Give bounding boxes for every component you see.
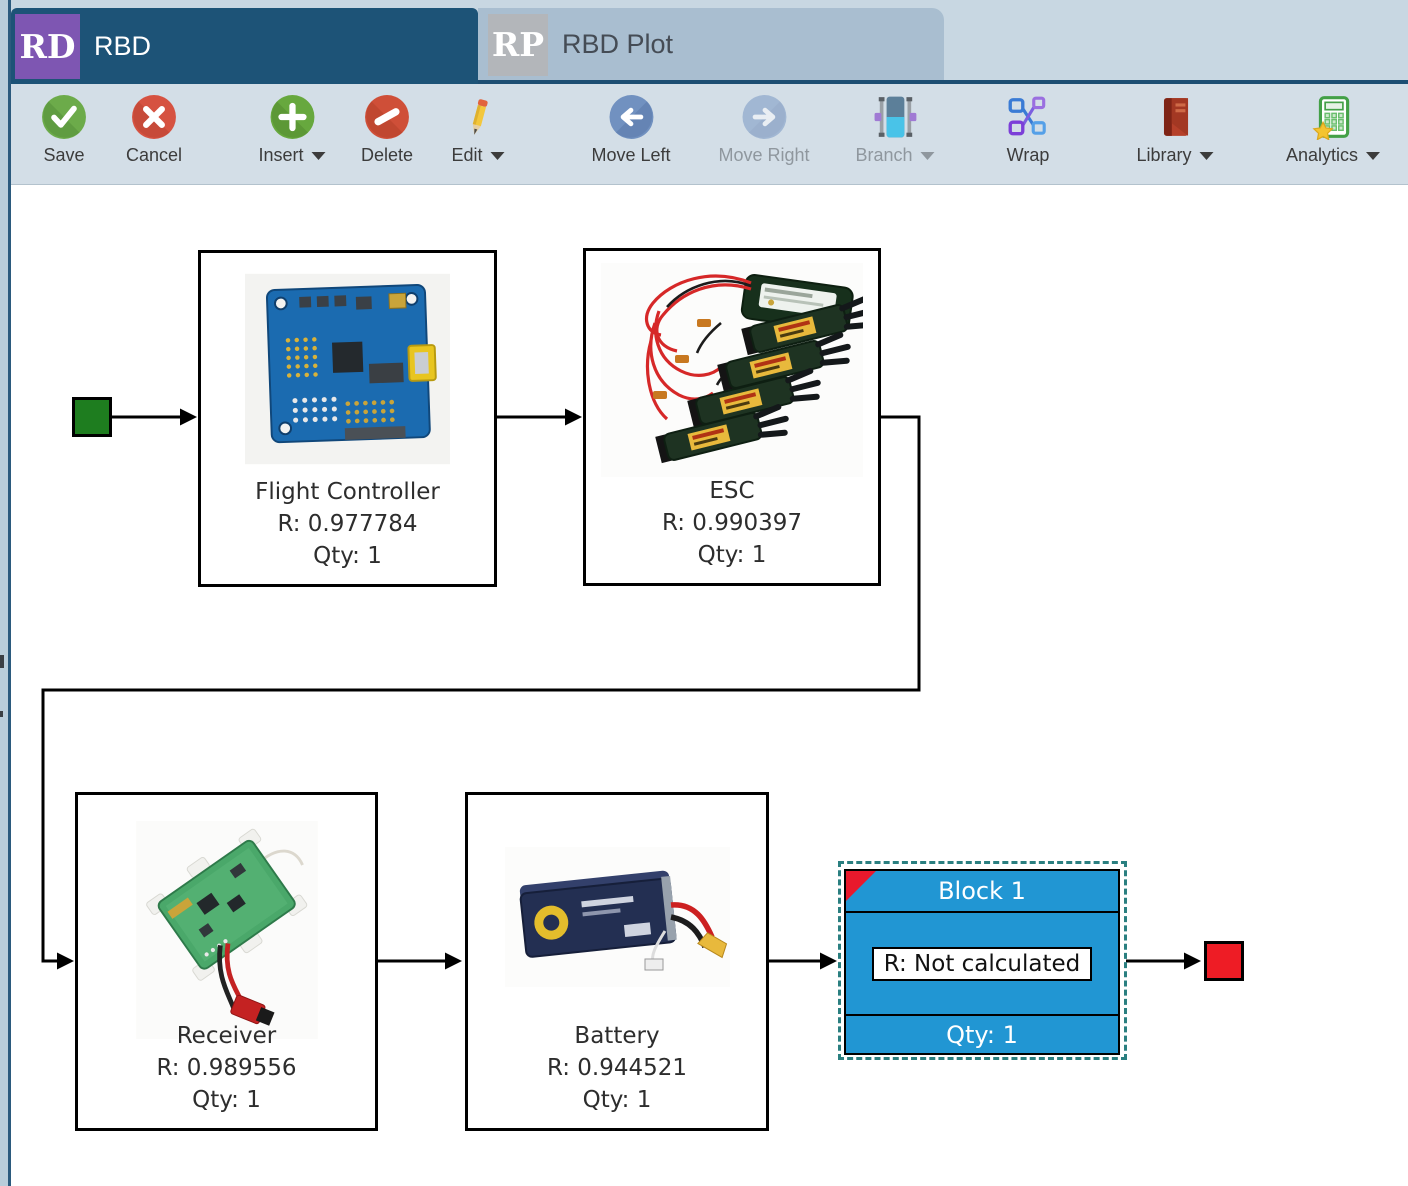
save-check-icon (41, 94, 87, 140)
cancel-button[interactable]: Cancel (126, 94, 182, 166)
edit-dropdown-caret-icon (490, 152, 505, 161)
block-qty: Qty: 1 (582, 1087, 652, 1113)
insert-label: Insert (258, 145, 304, 165)
analytics-button[interactable]: Analytics (1285, 94, 1381, 166)
block-qty: Qty: 1 (192, 1087, 261, 1113)
library-book-icon (1152, 94, 1198, 140)
block-reliability: R: 0.990397 (661, 510, 803, 536)
move-right-icon (741, 94, 787, 140)
library-dropdown-caret-icon (1199, 152, 1214, 161)
edge-mark (0, 711, 3, 717)
analytics-dropdown-caret-icon (1366, 152, 1381, 161)
esc-photo (601, 263, 863, 477)
start-square-icon[interactable] (72, 397, 112, 437)
block-reliability: R: 0.977784 (277, 511, 418, 537)
edit-pencil-icon (455, 94, 501, 140)
insert-plus-icon (269, 94, 315, 140)
receiver-photo (132, 821, 322, 1039)
edit-button[interactable]: Edit (451, 94, 505, 166)
branch-label: Branch (855, 145, 913, 165)
branch-button[interactable]: Branch (855, 94, 935, 166)
move-left-button[interactable]: Move Left (591, 94, 671, 166)
block-reliability: R: 0.944521 (546, 1055, 688, 1081)
delete-minus-icon (364, 94, 410, 140)
block-name: Flight Controller (255, 479, 440, 505)
battery-photo (504, 847, 730, 987)
wrap-button[interactable]: Wrap (1005, 94, 1051, 166)
block-1-qty: Qty: 1 (946, 1021, 1018, 1049)
block-qty: Qty: 1 (313, 543, 382, 569)
rbd-plot-tab-label: RBD Plot (562, 29, 674, 59)
block-qty: Qty: 1 (697, 542, 767, 568)
save-button[interactable]: Save (41, 94, 87, 166)
insert-button[interactable]: Insert (258, 94, 326, 166)
window-edge-line (8, 0, 11, 1186)
block-flight-controller[interactable]: Flight Controller R: 0.977784 Qty: 1 (198, 250, 497, 587)
wrap-icon (1005, 94, 1051, 140)
move-left-icon (608, 94, 654, 140)
library-button[interactable]: Library (1136, 94, 1214, 166)
tab-underline (478, 80, 1408, 84)
block-1-title: Block 1 (938, 877, 1026, 905)
block-battery[interactable]: Battery R: 0.944521 Qty: 1 (465, 792, 769, 1131)
toolbar: Save Cancel Insert Delete (0, 84, 1408, 185)
rbd-plot-tab-icon: RP (488, 13, 548, 76)
move-right-button[interactable]: Move Right (718, 94, 810, 166)
tab-bar: RD RBD RP RBD Plot (0, 0, 1408, 84)
cancel-x-icon (131, 94, 177, 140)
edge-mark (0, 655, 4, 668)
block-name: Receiver (176, 1023, 277, 1049)
block-1[interactable]: Block 1 R: Not calculated Qty: 1 (844, 869, 1120, 1055)
delete-label: Delete (360, 145, 414, 165)
block-name: ESC (709, 478, 755, 504)
block-1-corner-flag-icon (846, 871, 876, 901)
tab-rbd-plot[interactable]: RP RBD Plot (478, 8, 944, 81)
block-1-reliability: R: Not calculated (871, 946, 1093, 981)
library-label: Library (1136, 145, 1192, 165)
branch-dropdown-caret-icon (920, 152, 935, 161)
delete-button[interactable]: Delete (361, 94, 413, 166)
block-esc[interactable]: ESC R: 0.990397 Qty: 1 (583, 248, 881, 586)
end-square-icon[interactable] (1204, 941, 1244, 981)
rbd-tab-label: RBD (94, 30, 152, 61)
branch-icon (872, 94, 918, 140)
rbd-tab-icon: RD (15, 13, 80, 79)
block-receiver[interactable]: Receiver R: 0.989556 Qty: 1 (75, 792, 378, 1131)
block-name: Battery (574, 1023, 660, 1049)
move-right-label: Move Right (718, 145, 810, 165)
flight-controller-photo (245, 273, 450, 465)
analytics-calculator-icon (1310, 94, 1356, 140)
analytics-label: Analytics (1285, 145, 1359, 165)
move-left-label: Move Left (591, 145, 671, 165)
save-label: Save (43, 145, 85, 165)
edit-label: Edit (451, 145, 483, 165)
block-reliability: R: 0.989556 (156, 1055, 297, 1081)
window-edge-strip (0, 0, 8, 1186)
insert-dropdown-caret-icon (311, 152, 326, 161)
wrap-label: Wrap (1006, 145, 1050, 165)
cancel-label: Cancel (125, 145, 183, 165)
tab-rbd[interactable]: RD RBD (11, 8, 478, 84)
